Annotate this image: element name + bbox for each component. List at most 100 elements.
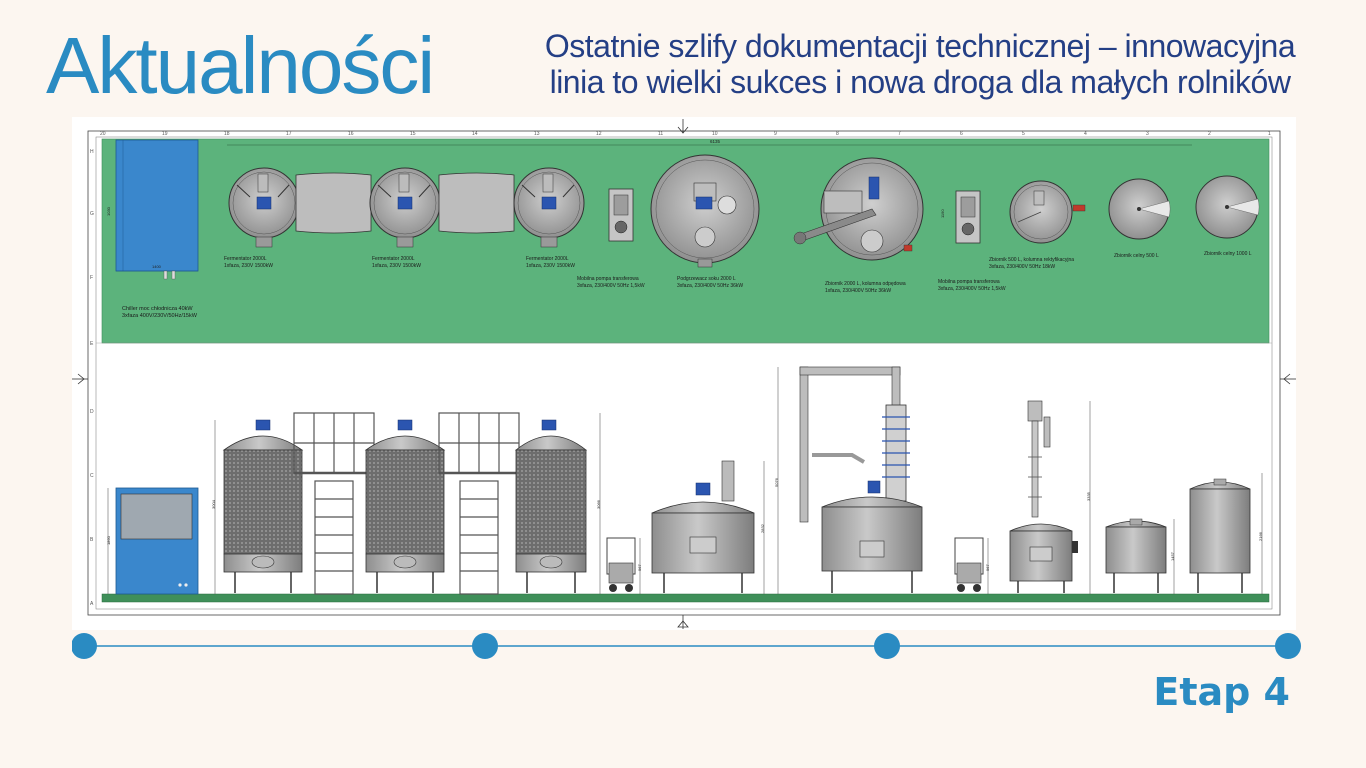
timeline-dot-2 — [472, 633, 498, 659]
svg-text:3: 3 — [1146, 131, 1149, 137]
svg-text:3335: 3335 — [1086, 491, 1091, 501]
rectification-column-elevation: 3335 — [1009, 400, 1091, 594]
grid-columns: 20 19 18 17 16 15 14 13 12 11 10 9 8 7 6… — [100, 131, 1271, 137]
fermentor-plan-b: Fermentator 2000L 1xfaza, 230V 1500kW — [369, 167, 441, 269]
svg-text:3xfaza, 230/400V 50Hz 1,5kW: 3xfaza, 230/400V 50Hz 1,5kW — [938, 286, 1006, 292]
svg-text:Zbiornik 2000 L, kolumna odpęd: Zbiornik 2000 L, kolumna odpędowa — [825, 281, 906, 287]
svg-text:11: 11 — [658, 131, 663, 137]
svg-text:3004: 3004 — [211, 499, 216, 509]
pump-plan-b: 1190 Mobilna pompa transferowa 3xfaza, 2… — [938, 190, 1006, 292]
fermentor-elevation-b — [364, 419, 446, 593]
svg-text:Fermentator 2000L: Fermentator 2000L — [224, 256, 267, 262]
svg-text:5: 5 — [1022, 131, 1025, 137]
svg-text:1400: 1400 — [152, 264, 162, 269]
chiller-label-1: Chiller moc chłodnicza 40kW — [122, 306, 193, 312]
technical-drawing: 20 19 18 17 16 15 14 13 12 11 10 9 8 7 6… — [72, 117, 1296, 630]
timeline-dot-1 — [71, 633, 97, 659]
chiller-elevation: 1860 — [106, 487, 199, 595]
section-marker-left — [72, 373, 88, 385]
svg-text:14: 14 — [472, 131, 478, 137]
tank-1000-elevation: 2166 — [1189, 473, 1263, 594]
svg-text:3xfaza, 230/400V 50Hz 36kW: 3xfaza, 230/400V 50Hz 36kW — [677, 283, 743, 289]
svg-text:17: 17 — [286, 131, 292, 137]
fermentor-plan-c: Fermentator 2000L 1xfaza, 230V 1500kW — [513, 167, 585, 269]
svg-text:2166: 2166 — [1258, 531, 1263, 541]
chiller-plan: 1400 1030 Chiller moc chłodnicza 40kW 3x… — [106, 139, 199, 319]
svg-text:A: A — [90, 601, 94, 607]
svg-text:F: F — [90, 275, 93, 281]
grid-rows: H G F E D C B A — [90, 149, 94, 607]
svg-text:Zbiornik celny 500 L: Zbiornik celny 500 L — [1114, 253, 1159, 259]
tank-500-plan: Zbiornik celny 500 L — [1108, 178, 1171, 259]
svg-text:Podgrzewacz soku 2000 L: Podgrzewacz soku 2000 L — [677, 276, 736, 282]
juice-heater-plan: Podgrzewacz soku 2000 L 3xfaza, 230/400V… — [650, 154, 760, 289]
svg-text:Mobilna pompa transferowa: Mobilna pompa transferowa — [938, 279, 1000, 285]
svg-text:1xfaza, 230V 1500kW: 1xfaza, 230V 1500kW — [526, 263, 575, 269]
svg-text:6: 6 — [960, 131, 963, 137]
svg-text:15: 15 — [410, 131, 416, 137]
page-title: Aktualności — [46, 21, 435, 110]
stage-label: Etap 4 — [1153, 670, 1290, 714]
svg-text:1030: 1030 — [106, 206, 111, 216]
svg-text:Fermentator 2000L: Fermentator 2000L — [372, 256, 415, 262]
svg-text:9: 9 — [774, 131, 777, 137]
fermentor-elevation-a: 3004 — [211, 419, 304, 594]
article-headline: Ostatnie szlify dokumentacji technicznej… — [485, 28, 1355, 100]
svg-text:967: 967 — [985, 564, 990, 571]
svg-text:5076: 5076 — [774, 477, 779, 487]
svg-text:Zbiornik celny 1000 L: Zbiornik celny 1000 L — [1204, 251, 1252, 257]
fermentor-plan-a: Fermentator 2000L 1xfaza, 230V 1500kW — [224, 167, 300, 269]
svg-text:3xfaza, 230/400V 50Hz 18kW: 3xfaza, 230/400V 50Hz 18kW — [989, 264, 1055, 270]
svg-text:1xfaza, 230/400V 50Hz 36kW: 1xfaza, 230/400V 50Hz 36kW — [825, 288, 891, 294]
svg-text:19: 19 — [162, 131, 168, 137]
svg-text:20: 20 — [100, 131, 106, 137]
section-marker-bottom — [677, 615, 689, 629]
svg-text:10: 10 — [712, 131, 718, 137]
juice-heater-elevation: 2832 — [651, 460, 765, 594]
svg-text:1190: 1190 — [940, 209, 945, 218]
still-plan: Zbiornik 2000 L, kolumna odpędowa 1xfaza… — [793, 157, 924, 294]
svg-text:1: 1 — [1268, 131, 1271, 137]
svg-text:4: 4 — [1084, 131, 1087, 137]
pump-elevation-b: 967 — [954, 537, 990, 594]
tank-1000-plan: Zbiornik celny 1000 L — [1195, 175, 1260, 257]
svg-text:12: 12 — [596, 131, 602, 137]
headline-line-2: linia to wielki sukces i nowa droga dla … — [549, 64, 1291, 100]
rectification-tank-plan: Zbiornik 500 L, kolumna rektyfikacyjna 3… — [989, 180, 1086, 270]
svg-text:6135: 6135 — [710, 139, 721, 144]
timeline-dot-3 — [874, 633, 900, 659]
svg-text:1xfaza, 230V 1500kW: 1xfaza, 230V 1500kW — [224, 263, 273, 269]
drawing-frame — [87, 130, 1281, 616]
timeline-dot-4 — [1275, 633, 1301, 659]
svg-text:D: D — [90, 409, 94, 415]
svg-text:C: C — [90, 473, 94, 479]
svg-text:3xfaza, 230/400V 50Hz 1,5kW: 3xfaza, 230/400V 50Hz 1,5kW — [577, 283, 645, 289]
svg-text:B: B — [90, 537, 94, 543]
platform-ladder-b — [438, 412, 520, 595]
svg-text:Zbiornik 500 L, kolumna rektyf: Zbiornik 500 L, kolumna rektyfikacyjna — [989, 257, 1074, 263]
svg-text:1xfaza, 230V 1500kW: 1xfaza, 230V 1500kW — [372, 263, 421, 269]
svg-text:8: 8 — [836, 131, 839, 137]
pump-plan-a: Mobilna pompa transferowa 3xfaza, 230/40… — [577, 188, 645, 289]
section-marker-top — [677, 119, 689, 134]
svg-text:H: H — [90, 149, 94, 155]
svg-text:18: 18 — [224, 131, 230, 137]
svg-text:E: E — [90, 341, 94, 347]
svg-text:2: 2 — [1208, 131, 1211, 137]
svg-text:Fermentator 2000L: Fermentator 2000L — [526, 256, 569, 262]
svg-text:2832: 2832 — [760, 523, 765, 533]
svg-text:16: 16 — [348, 131, 354, 137]
svg-text:Mobilna pompa transferowa: Mobilna pompa transferowa — [577, 276, 639, 282]
svg-text:7: 7 — [898, 131, 901, 137]
tank-500-elevation: 1457 — [1105, 518, 1175, 594]
svg-text:G: G — [90, 211, 94, 217]
still-with-column-elevation: 5076 — [774, 366, 923, 594]
section-marker-right — [1280, 373, 1296, 385]
svg-text:1457: 1457 — [1170, 551, 1175, 561]
svg-text:3066: 3066 — [596, 499, 601, 509]
platform-ladder-a — [293, 412, 375, 595]
floor-slab — [101, 593, 1270, 603]
chiller-label-2: 3xfaza 400V/230V/50Hz/15kW — [122, 313, 198, 319]
pump-elevation-a: 967 — [606, 537, 642, 594]
svg-text:13: 13 — [534, 131, 540, 137]
